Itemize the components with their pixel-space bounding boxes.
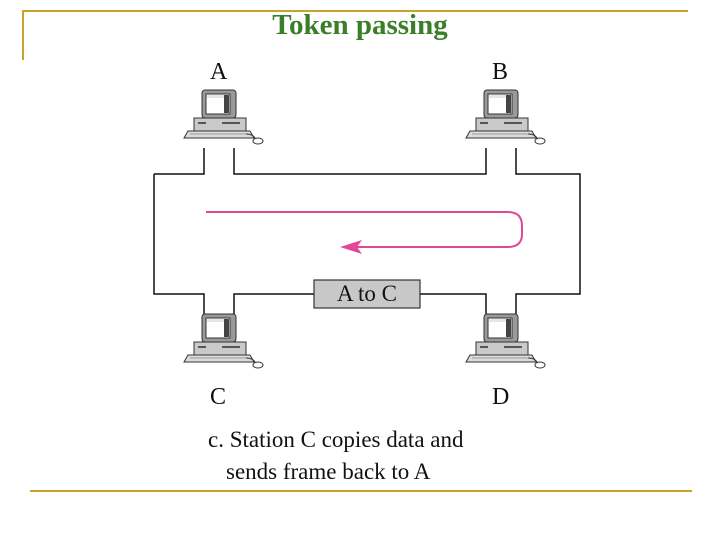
station-label-c: C (210, 384, 227, 410)
computer-icon-a (183, 89, 264, 145)
computer-icon-c (183, 313, 264, 369)
frame-label: A to C (336, 281, 398, 306)
station-label-a: A (210, 59, 228, 85)
computer-icon-b (465, 89, 546, 145)
caption-line-1: c. Station C copies data and (208, 427, 464, 452)
arrowhead (340, 240, 362, 254)
ring-cable (153, 148, 581, 318)
data-flow-arrow (206, 211, 523, 248)
caption-line-2: sends frame back to A (226, 459, 431, 484)
top-rule (22, 10, 688, 12)
top-left-tick (22, 10, 24, 60)
frame-box (313, 279, 421, 309)
computer-icon-d (465, 313, 546, 369)
station-label-b: B (492, 59, 509, 85)
slide-title: Token passing (272, 9, 448, 41)
bottom-rule (30, 490, 692, 492)
caption: c. Station C copies data and sends frame… (208, 424, 464, 488)
station-label-d: D (492, 384, 510, 410)
